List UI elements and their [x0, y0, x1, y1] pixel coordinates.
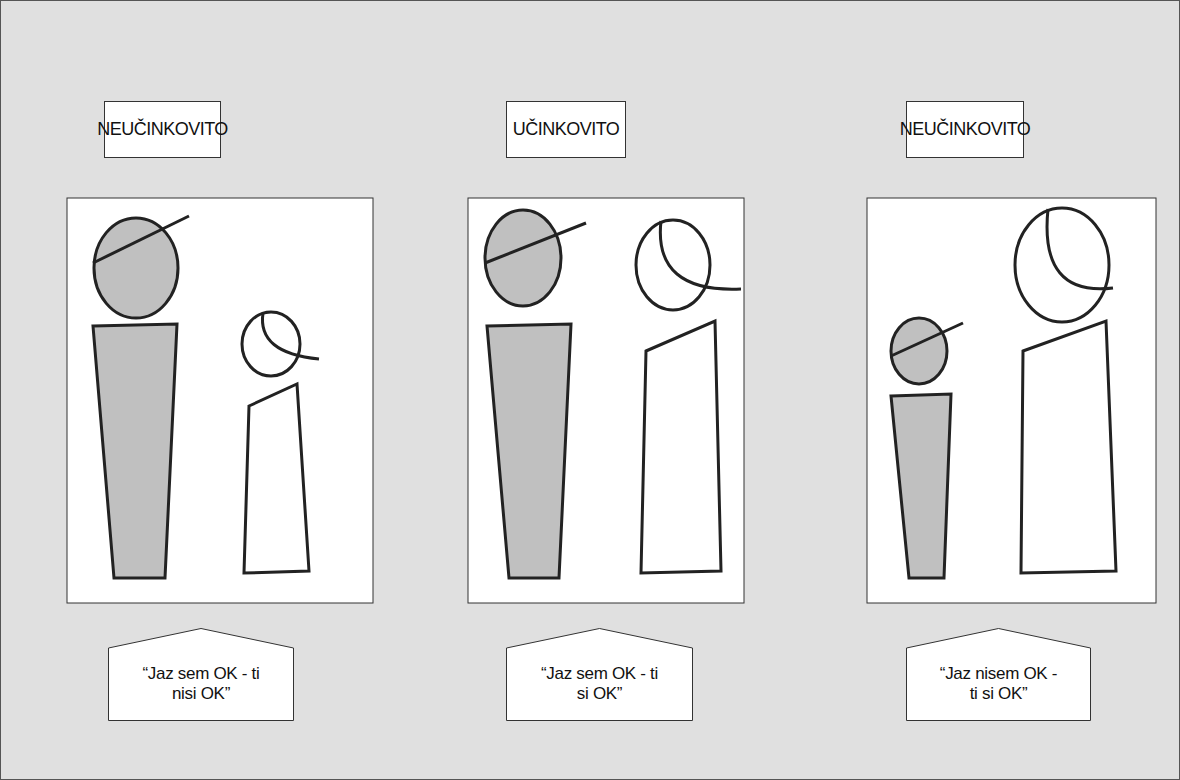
verdict-box: NEUČINKOVITO [906, 101, 1024, 158]
hair-line [485, 223, 586, 263]
figure-head [1015, 208, 1109, 322]
figure-body [93, 324, 177, 578]
verdict-text: NEUČINKOVITO [900, 119, 1031, 140]
verdict-box: NEUČINKOVITO [104, 101, 221, 158]
hair-line [1047, 209, 1113, 289]
figure-head [242, 312, 300, 376]
picture-panel [67, 198, 373, 603]
hair-line [93, 216, 189, 263]
pentagon-shape [507, 629, 693, 721]
figure-body [1021, 321, 1116, 573]
hair-line [262, 313, 319, 359]
picture-panel [468, 198, 744, 603]
quote-text: “Jaz sem OK - ti si OK” [536, 664, 664, 703]
verdict-box: UČINKOVITO [506, 101, 626, 158]
pentagon-shape [907, 629, 1091, 721]
quote-text: “Jaz sem OK - ti nisi OK” [137, 664, 265, 703]
figure-head [94, 218, 178, 318]
figure-body [891, 394, 951, 578]
figure-body [487, 324, 571, 578]
position-label: “Jaz sem OK - ti nisi OK” [108, 628, 294, 721]
position-label: “Jaz nisem OK - ti si OK” [906, 628, 1091, 721]
figure-head [636, 220, 710, 310]
hair-line [891, 323, 963, 356]
position-label: “Jaz sem OK - ti si OK” [506, 628, 693, 721]
picture-panel [867, 198, 1156, 603]
verdict-text: NEUČINKOVITO [97, 119, 228, 140]
figure-body [244, 384, 309, 573]
verdict-text: UČINKOVITO [513, 119, 620, 140]
hair-line [660, 221, 741, 289]
figure-body [641, 321, 721, 573]
quote-text: “Jaz nisem OK - ti si OK” [935, 664, 1063, 703]
pentagon-shape [109, 629, 294, 721]
